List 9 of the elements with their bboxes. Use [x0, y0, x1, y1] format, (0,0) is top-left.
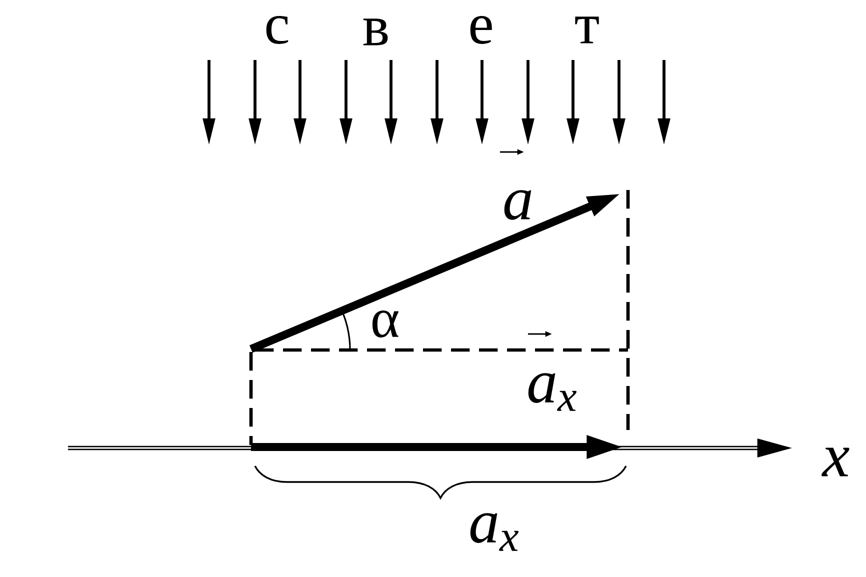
word-letter: с	[266, 16, 288, 44]
projection-label: a$_{x}$	[528, 373, 576, 411]
vector-label: a	[504, 190, 532, 220]
projection-label: a$_{x}$	[470, 513, 518, 551]
axis-label: x	[822, 448, 850, 476]
angle-label: α	[372, 310, 398, 338]
word-letter: е	[470, 16, 492, 44]
word-letter: т	[575, 16, 599, 44]
word-letter: в	[363, 18, 388, 46]
